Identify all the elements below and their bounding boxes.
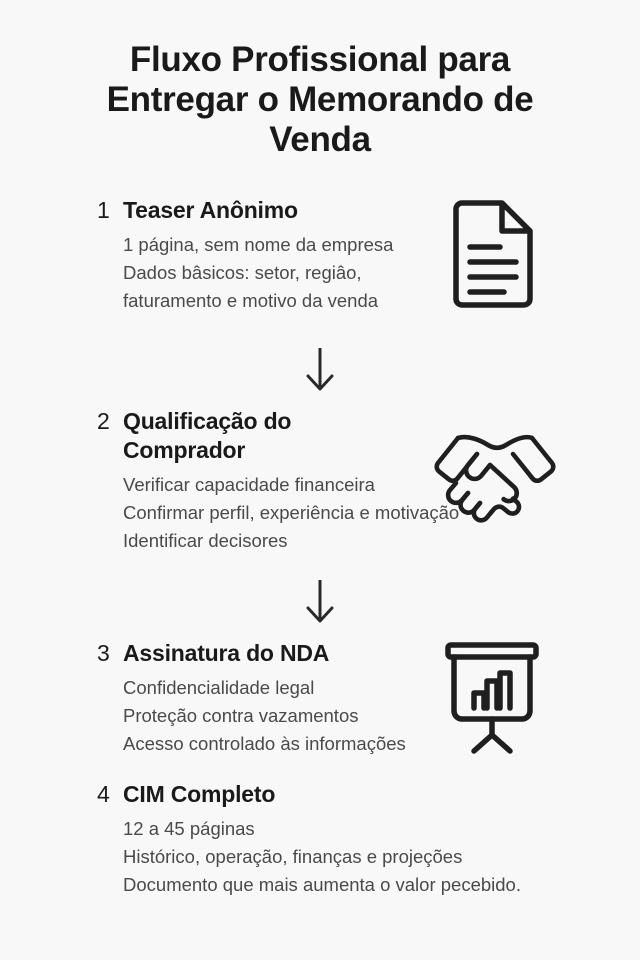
step-3-line-3: Acesso controlado às informações — [123, 733, 406, 754]
step-2-line-3: Identificar decisores — [123, 530, 288, 551]
spacer — [0, 393, 640, 407]
step-4-line-3: Documento que mais aumenta o valor peceb… — [123, 874, 521, 895]
step-4-line-1: 12 a 45 páginas — [123, 818, 255, 839]
spacer — [0, 555, 640, 577]
step-item-1: 1 Teaser Anônimo 1 página, sem nome da e… — [0, 196, 640, 315]
step-2-number: 2 — [97, 408, 110, 434]
step-2-title: Qualificação do Comprador — [123, 408, 292, 463]
document-icon — [450, 198, 536, 315]
step-1-line-3: faturamento e motivo da venda — [123, 290, 379, 311]
step-item-4: 4 CIM Completo 12 a 45 páginas Histórico… — [0, 780, 640, 899]
step-4-title: CIM Completo — [123, 781, 276, 807]
step-2-line-2: Confirmar perfil, experiência e motivaçã… — [123, 502, 460, 523]
steps-list: 1 Teaser Anônimo 1 página, sem nome da e… — [0, 196, 640, 899]
step-1-line-2: Dados bâsicos: setor, regiâo, — [123, 262, 362, 283]
step-3-details: Confidencialidade legal Proteção contra … — [97, 674, 620, 758]
step-4-details: 12 a 45 páginas Histórico, operação, fin… — [97, 815, 620, 899]
step-1-details: 1 página, sem nome da empresa Dados bâsi… — [97, 231, 620, 315]
step-2-details: Verificar capacidade financeira Confirma… — [97, 471, 620, 555]
step-2-header: 2 Qualificação do Comprador — [97, 407, 620, 465]
arrow-down-1 — [0, 345, 640, 393]
step-4-number: 4 — [97, 781, 110, 807]
step-2-line-1: Verificar capacidade financeira — [123, 474, 375, 495]
step-3-line-1: Confidencialidade legal — [123, 677, 315, 698]
spacer — [0, 315, 640, 345]
presentation-chart-icon — [432, 633, 552, 764]
step-1-title: Teaser Anônimo — [123, 197, 298, 223]
step-3-header: 3 Assinatura do NDA — [97, 639, 620, 668]
step-4-header: 4 CIM Completo — [97, 780, 620, 809]
step-3-line-2: Proteção contra vazamentos — [123, 705, 359, 726]
page-title: Fluxo Profissional para Entregar o Memor… — [106, 40, 534, 159]
step-item-3: 3 Assinatura do NDA Confidencialidade le… — [0, 639, 640, 758]
step-1-line-1: 1 página, sem nome da empresa — [123, 234, 394, 255]
step-3-title: Assinatura do NDA — [123, 640, 330, 666]
step-4-line-2: Histórico, operação, finanças e projeçõe… — [123, 846, 463, 867]
step-3-number: 3 — [97, 640, 110, 666]
handshake-icon — [428, 427, 562, 528]
step-item-2: 2 Qualificação do Comprador Verificar ca… — [0, 407, 640, 555]
arrow-down-2 — [0, 577, 640, 625]
step-1-number: 1 — [97, 197, 110, 223]
step-1-header: 1 Teaser Anônimo — [97, 196, 620, 225]
